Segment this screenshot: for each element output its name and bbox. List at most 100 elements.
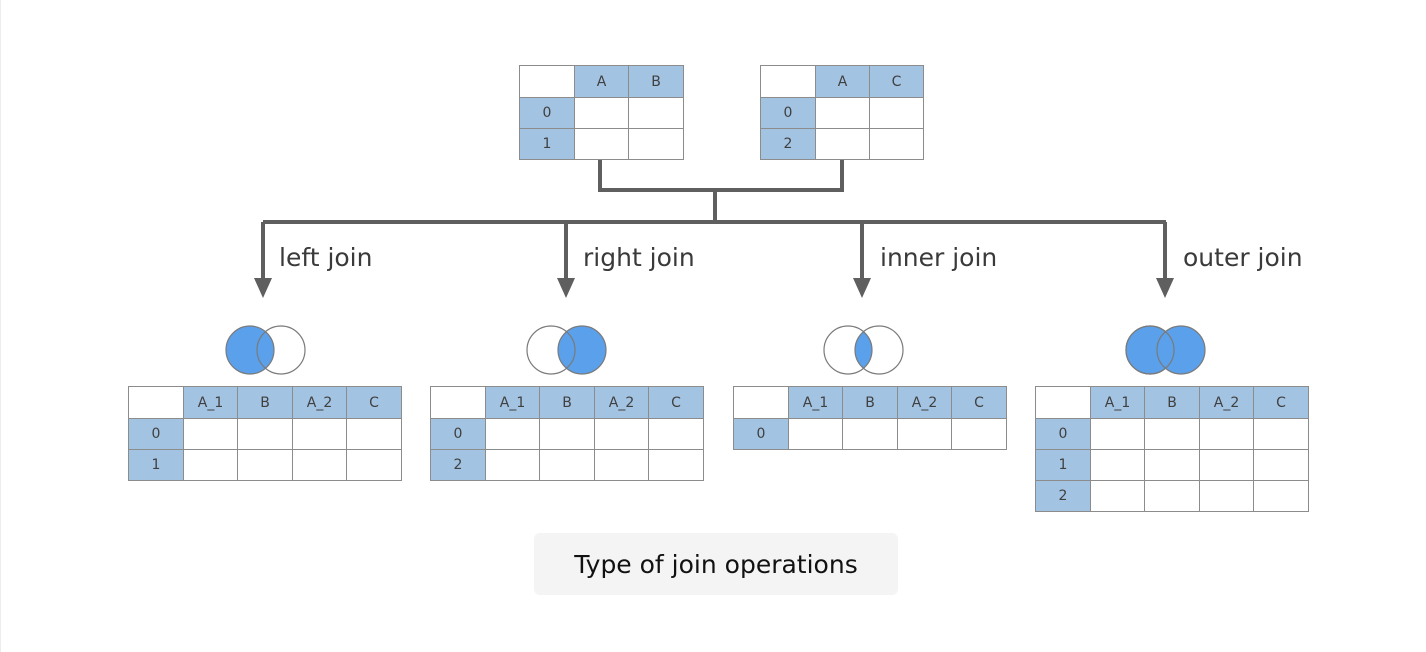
- table-cell: [539, 449, 595, 481]
- table-cell: [951, 418, 1007, 450]
- table-cell: [628, 128, 684, 160]
- table-cell: [1253, 480, 1309, 512]
- row-index: 0: [733, 418, 789, 450]
- column-header: C: [869, 65, 924, 98]
- table-cell: [1144, 480, 1200, 512]
- table-cell: [1144, 418, 1200, 450]
- column-header: A_1: [1090, 386, 1145, 419]
- venn-inner-join: [823, 325, 904, 375]
- right-join-result-table: A_1 B A_2 C 0 2: [430, 386, 704, 481]
- column-header: C: [1253, 386, 1309, 419]
- inner-join-result-table: A_1 B A_2 C 0: [733, 386, 1007, 450]
- row-index: 2: [760, 128, 816, 160]
- table-cell: [869, 128, 924, 160]
- table-cell: [897, 418, 952, 450]
- corner-cell: [430, 386, 486, 419]
- table-cell: [815, 128, 870, 160]
- table-cell: [183, 449, 238, 481]
- table-cell: [628, 97, 684, 129]
- column-header: A_2: [292, 386, 347, 419]
- table-cell: [815, 97, 870, 129]
- table-cell: [485, 449, 540, 481]
- source-table-2: A C 0 2: [760, 65, 924, 160]
- row-index: 1: [519, 128, 575, 160]
- row-index: 0: [519, 97, 575, 129]
- table-cell: [594, 418, 649, 450]
- row-index: 1: [1035, 449, 1091, 481]
- row-index: 1: [128, 449, 184, 481]
- column-header: B: [842, 386, 898, 419]
- table-cell: [539, 418, 595, 450]
- inner-join-label: inner join: [880, 243, 998, 272]
- table-cell: [485, 418, 540, 450]
- table-cell: [574, 128, 629, 160]
- venn-left-join: [225, 325, 306, 375]
- column-header: C: [648, 386, 704, 419]
- column-header: A_2: [1199, 386, 1254, 419]
- column-header: A: [574, 65, 629, 98]
- left-join-result-table: A_1 B A_2 C 0 1: [128, 386, 402, 481]
- table-cell: [183, 418, 238, 450]
- table-cell: [842, 418, 898, 450]
- row-index: 0: [1035, 418, 1091, 450]
- table-cell: [292, 449, 347, 481]
- table-cell: [648, 418, 704, 450]
- corner-cell: [519, 65, 575, 98]
- arrow-head-outer: [1156, 278, 1174, 298]
- column-header: A_1: [788, 386, 843, 419]
- table-cell: [1090, 480, 1145, 512]
- row-index: 0: [760, 97, 816, 129]
- table-cell: [574, 97, 629, 129]
- arrow-head-right: [557, 278, 575, 298]
- left-join-label: left join: [279, 243, 373, 272]
- source-table-1: A B 0 1: [519, 65, 684, 160]
- caption-text: Type of join operations: [574, 549, 858, 579]
- corner-cell: [733, 386, 789, 419]
- column-header: A: [815, 65, 870, 98]
- table-cell: [346, 418, 402, 450]
- corner-cell: [128, 386, 184, 419]
- outer-join-label: outer join: [1183, 243, 1303, 272]
- arrow-head-left: [254, 278, 272, 298]
- column-header: A_1: [183, 386, 238, 419]
- corner-cell: [760, 65, 816, 98]
- table-cell: [1253, 418, 1309, 450]
- venn-right-join: [526, 325, 607, 375]
- column-header: B: [539, 386, 595, 419]
- row-index: 0: [430, 418, 486, 450]
- table-cell: [1090, 418, 1145, 450]
- column-header: B: [628, 65, 684, 98]
- source-bracket: [598, 160, 844, 192]
- table-cell: [1090, 449, 1145, 481]
- row-index: 2: [430, 449, 486, 481]
- corner-cell: [1035, 386, 1091, 419]
- column-header: B: [237, 386, 293, 419]
- table-cell: [1199, 418, 1254, 450]
- table-cell: [1144, 449, 1200, 481]
- column-header: A_1: [485, 386, 540, 419]
- table-cell: [292, 418, 347, 450]
- caption-box: Type of join operations: [534, 533, 898, 595]
- column-header: B: [1144, 386, 1200, 419]
- column-header: A_2: [897, 386, 952, 419]
- row-index: 0: [128, 418, 184, 450]
- row-index: 2: [1035, 480, 1091, 512]
- table-cell: [869, 97, 924, 129]
- arrow-head-inner: [853, 278, 871, 298]
- outer-join-result-table: A_1 B A_2 C 0 1 2: [1035, 386, 1309, 512]
- table-cell: [346, 449, 402, 481]
- table-cell: [1199, 480, 1254, 512]
- column-header: C: [951, 386, 1007, 419]
- table-cell: [648, 449, 704, 481]
- table-cell: [237, 449, 293, 481]
- table-cell: [237, 418, 293, 450]
- table-cell: [788, 418, 843, 450]
- table-cell: [1199, 449, 1254, 481]
- column-header: C: [346, 386, 402, 419]
- column-header: A_2: [594, 386, 649, 419]
- table-cell: [594, 449, 649, 481]
- right-join-label: right join: [583, 243, 695, 272]
- venn-outer-join: [1125, 325, 1206, 375]
